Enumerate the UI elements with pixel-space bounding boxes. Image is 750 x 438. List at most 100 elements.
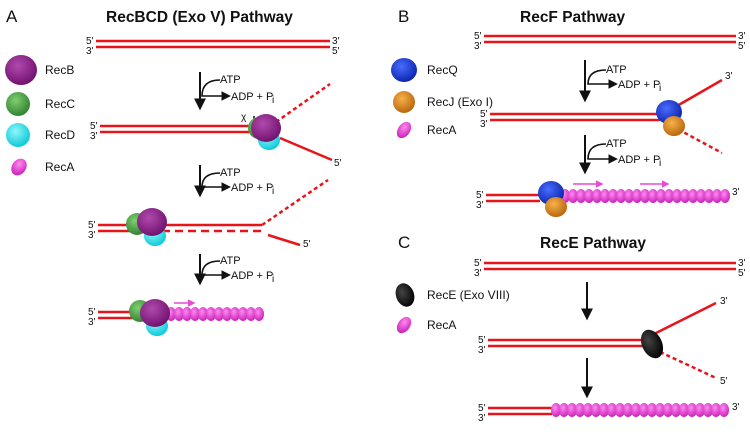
a-step2: 5' 3' 5' χ	[90, 82, 342, 169]
recB-legend-icon	[5, 55, 37, 85]
end-label: 3'	[478, 345, 486, 356]
recD-legend-icon	[6, 123, 30, 147]
recB-enzyme	[251, 114, 281, 142]
end-label: 3'	[478, 413, 486, 424]
end-label: 5'	[88, 307, 96, 318]
panel-c-title: RecE Pathway	[540, 235, 646, 252]
recB-enzyme	[140, 299, 170, 327]
recJ-legend-icon	[393, 91, 415, 113]
panel-a-letter: A	[6, 7, 18, 26]
legend-recE: RecE (Exo VIII)	[427, 288, 510, 302]
c-step2: 5' 3' 3' 5'	[478, 296, 728, 387]
recA-legend-icon	[396, 316, 412, 334]
b-step3: 5' 3' 3'	[476, 180, 740, 217]
panel-b-title: RecF Pathway	[520, 9, 625, 26]
end-label: 5'	[90, 121, 98, 132]
recQ-legend-icon	[391, 58, 417, 82]
b-step1-dna: 5' 3' 3' 5'	[474, 31, 746, 52]
recE-legend-icon	[395, 283, 415, 307]
panel-a-legend: RecB RecC RecD RecA	[5, 55, 75, 176]
legend-recA: RecA	[427, 318, 456, 332]
end-label: 5'	[738, 41, 746, 52]
recA-legend-icon	[396, 121, 412, 139]
recJ-enzyme	[663, 116, 685, 136]
end-label: 3'	[480, 119, 488, 130]
end-label: 5'	[478, 403, 486, 414]
panel-b-letter: B	[398, 7, 409, 26]
end-label: 5'	[86, 36, 94, 47]
recA-filament	[560, 189, 730, 203]
recB-enzyme	[137, 208, 167, 236]
recA-filament	[551, 403, 729, 417]
end-label: 3'	[86, 46, 94, 57]
end-label: 3'	[738, 258, 746, 269]
a-step1-dna: 5' 3' 3' 5'	[86, 36, 340, 57]
end-label: 3'	[725, 71, 733, 82]
end-label: 5'	[88, 220, 96, 231]
legend-recQ: RecQ	[427, 63, 458, 77]
pi-subscript: i	[659, 83, 661, 94]
legend-recB: RecB	[45, 63, 74, 77]
end-label: 3'	[88, 230, 96, 241]
end-label: 3'	[474, 41, 482, 52]
end-label: 3'	[474, 268, 482, 279]
panel-b-legend: RecQ RecJ (Exo I) RecA	[391, 58, 493, 139]
pi-subscript: i	[272, 186, 274, 197]
legend-recJ: RecJ (Exo I)	[427, 95, 493, 109]
panel-b: B RecF Pathway RecQ RecJ (Exo I) RecA 5'…	[391, 7, 746, 217]
panel-a: A RecBCD (Exo V) Pathway RecB RecC RecD …	[5, 7, 342, 336]
legend-recC: RecC	[45, 97, 75, 111]
chi-label: χ	[241, 112, 247, 123]
legend-recA: RecA	[45, 160, 74, 174]
adp-label: ADP + P	[231, 182, 273, 194]
panel-c-letter: C	[398, 233, 410, 252]
pi-subscript: i	[272, 274, 274, 285]
a-atp-arrow-2: ATP ADP + P i	[194, 165, 274, 198]
adp-label: ADP + P	[231, 270, 273, 282]
atp-label: ATP	[220, 74, 241, 86]
end-label: 5'	[720, 376, 728, 387]
end-label: 5'	[476, 190, 484, 201]
recA-legend-icon	[11, 158, 27, 176]
end-label: 3'	[88, 317, 96, 328]
a-step3: 5' 3' 5'	[88, 178, 329, 250]
atp-label: ATP	[220, 167, 241, 179]
atp-label: ATP	[606, 64, 627, 76]
recA-filament	[158, 307, 264, 321]
end-label: 3'	[332, 36, 340, 47]
end-label: 3'	[476, 200, 484, 211]
pi-subscript: i	[272, 95, 274, 106]
panel-a-title: RecBCD (Exo V) Pathway	[106, 9, 293, 26]
recC-legend-icon	[6, 92, 30, 116]
end-label: 3'	[738, 31, 746, 42]
adp-label: ADP + P	[618, 79, 660, 91]
b-step2: 5' 3' 3'	[480, 71, 733, 155]
end-label: 5'	[474, 31, 482, 42]
a-step4: 5' 3'	[88, 299, 264, 336]
end-label: 5'	[334, 158, 342, 169]
legend-recA: RecA	[427, 123, 456, 137]
b-atp-arrow-2: ATP ADP + P i	[579, 135, 661, 175]
end-label: 5'	[474, 258, 482, 269]
panel-c-legend: RecE (Exo VIII) RecA	[395, 283, 510, 334]
legend-recD: RecD	[45, 128, 75, 142]
end-label: 5'	[303, 239, 311, 250]
recE-enzyme	[640, 329, 664, 359]
adp-label: ADP + P	[618, 154, 660, 166]
c-step3: 5' 3' 3'	[478, 402, 740, 424]
c-step1-dna: 5' 3' 3' 5'	[474, 258, 746, 279]
adp-label: ADP + P	[231, 91, 273, 103]
atp-label: ATP	[606, 138, 627, 150]
atp-label: ATP	[220, 255, 241, 267]
pi-subscript: i	[659, 158, 661, 169]
end-label: 5'	[332, 46, 340, 57]
a-atp-arrow-1: ATP ADP + P i	[194, 72, 274, 111]
a-atp-arrow-3: ATP ADP + P i	[194, 254, 274, 286]
panel-c: C RecE Pathway RecE (Exo VIII) RecA 5' 3…	[395, 233, 746, 424]
end-label: 5'	[478, 335, 486, 346]
end-label: 5'	[480, 109, 488, 120]
recJ-enzyme	[545, 197, 567, 217]
end-label: 3'	[732, 187, 740, 198]
end-label: 3'	[90, 131, 98, 142]
